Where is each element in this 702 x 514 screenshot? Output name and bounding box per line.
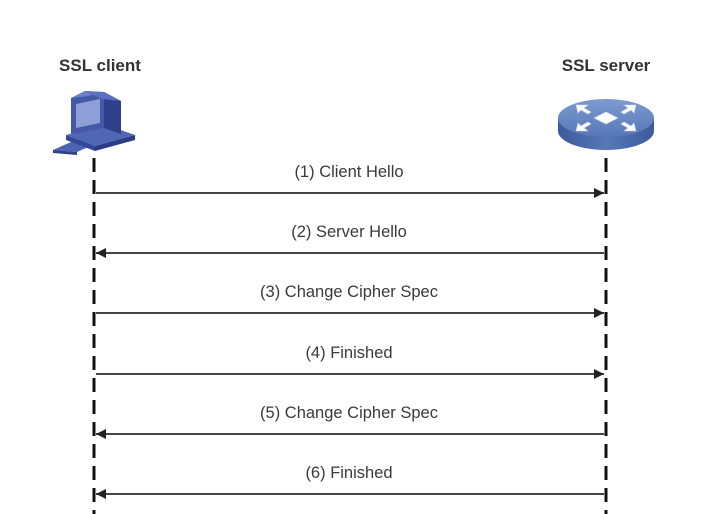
participant-label-client: SSL client [59,56,141,75]
message-2: (2) Server Hello [96,223,604,258]
message-3: (3) Change Cipher Spec [96,283,604,318]
message-5: (5) Change Cipher Spec [96,404,604,439]
message-label: (6) Finished [305,464,392,482]
message-label: (4) Finished [305,344,392,362]
participant-label-server: SSL server [562,56,651,75]
message-label: (3) Change Cipher Spec [260,283,438,301]
computer-icon [53,91,135,155]
message-label: (1) Client Hello [294,163,403,181]
message-6: (6) Finished [96,464,604,499]
message-list: (1) Client Hello (2) Server Hello (3) Chan… [96,163,604,499]
message-4: (4) Finished [96,344,604,379]
message-label: (2) Server Hello [291,223,407,241]
message-label: (5) Change Cipher Spec [260,404,438,422]
message-1: (1) Client Hello [96,163,604,198]
router-icon [558,99,654,150]
